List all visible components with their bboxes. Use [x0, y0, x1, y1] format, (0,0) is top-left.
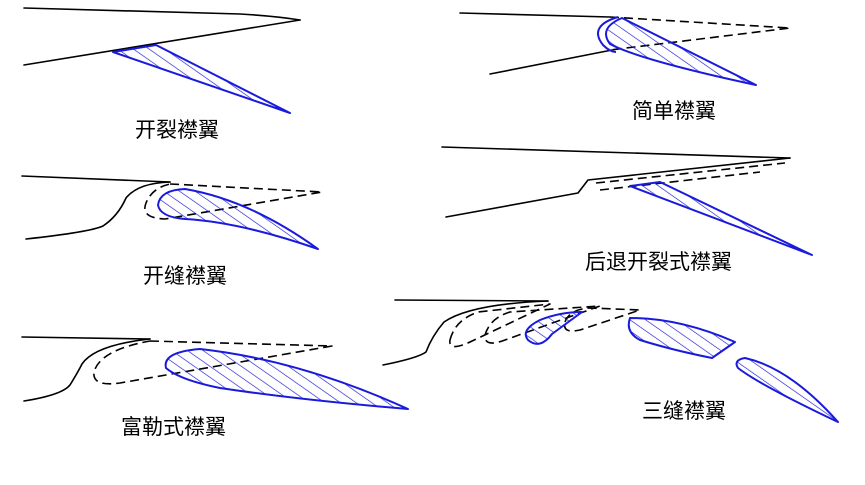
triple-flap-wing-lower	[382, 300, 549, 366]
plain-flap-label: 简单襟翼	[632, 99, 716, 123]
zap-flap-label: 后退开裂式襟翼	[585, 250, 732, 274]
plain-flap-figure	[459, 12, 791, 86]
slotted-flap-wing-lower	[25, 181, 171, 240]
split-flap-wing-lower	[23, 19, 301, 66]
triple-slotted-flap-label: 三缝襟翼	[642, 399, 726, 423]
zap-flap-figure	[441, 146, 813, 256]
plain-flap-wing-lower	[489, 49, 613, 75]
plain-flap-wing-upper	[459, 12, 611, 18]
fowler-flap-label: 富勒式襟翼	[121, 415, 226, 439]
triple-flap-retracted-outline-1	[449, 303, 551, 348]
zap-flap-wing-upper	[441, 146, 791, 159]
split-flap-figure	[23, 7, 301, 114]
triple-flap-wing-upper	[394, 299, 549, 302]
triple-flap-vane-1	[524, 311, 583, 345]
slotted-flap-figure	[21, 175, 323, 250]
zap-flap-retracted-outline	[595, 162, 786, 191]
fowler-flap-wing-upper	[21, 336, 151, 340]
fowler-flap-deflected-flap	[164, 348, 409, 410]
zap-flap-wing-lower	[445, 157, 791, 218]
slotted-flap-retracted-outline	[144, 183, 323, 220]
zap-flap-deflected-flap	[629, 181, 813, 256]
plain-flap-deflected-flap	[605, 17, 757, 86]
plain-flap-hinge-arc	[597, 16, 619, 53]
split-flap-label: 开裂襟翼	[135, 118, 219, 142]
triple-flap-vane-3	[735, 357, 839, 423]
slotted-flap-wing-upper	[21, 175, 171, 183]
split-flap-wing-upper	[23, 7, 301, 21]
slotted-flap-label: 开缝襟翼	[143, 264, 227, 288]
triple-flap-retracted-outline-2	[484, 305, 601, 344]
fowler-flap-retracted-outline	[93, 340, 333, 385]
fowler-flap-wing-lower	[23, 338, 151, 402]
fowler-flap-figure	[21, 336, 409, 410]
triple-slotted-flap-figure	[382, 299, 839, 423]
triple-flap-vane-2	[627, 317, 736, 359]
slotted-flap-deflected-flap	[157, 188, 319, 250]
split-flap-deflected-flap	[112, 44, 291, 114]
